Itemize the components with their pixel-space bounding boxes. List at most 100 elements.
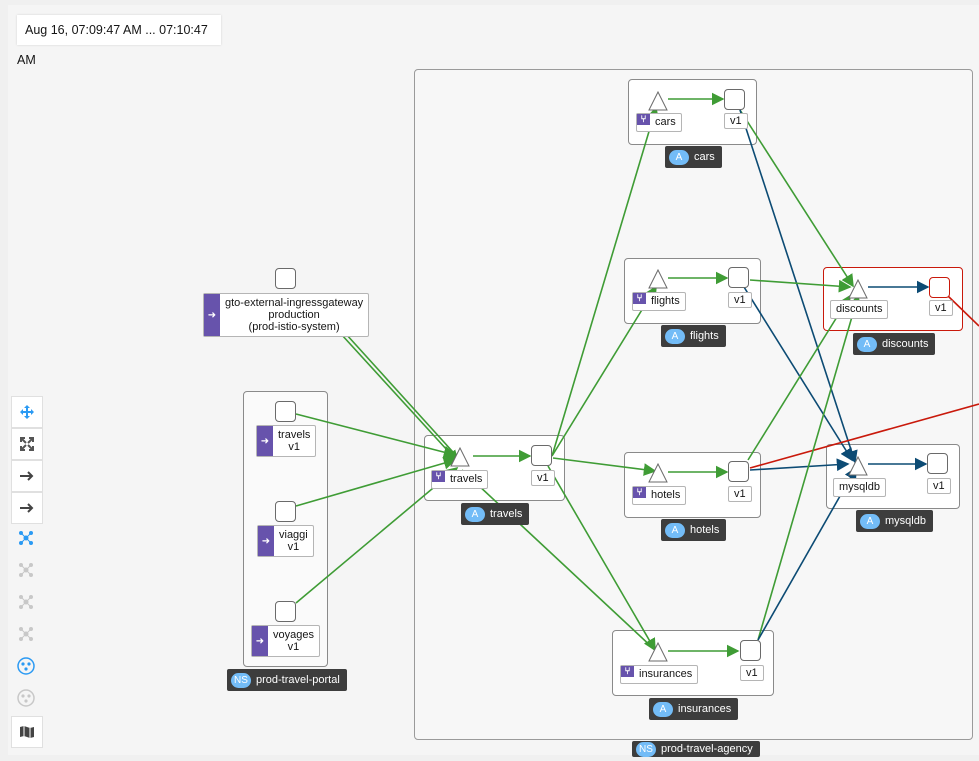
version-label-travels[interactable]: v1 [531, 470, 555, 486]
gateway-label[interactable]: ➜ gto-external-ingressgateway production… [203, 293, 370, 337]
workload-node-gateway[interactable] [275, 268, 296, 289]
app-badge: A [465, 506, 485, 522]
zoom-in-icon[interactable] [11, 396, 43, 428]
workload-node-viaggi[interactable] [275, 501, 296, 522]
arrow-right-icon[interactable] [11, 460, 43, 492]
namespace-box-agency[interactable] [414, 69, 973, 740]
app-name: cars [694, 151, 715, 163]
edge[interactable] [552, 457, 657, 476]
arrow-circle-icon: ➜ [204, 294, 220, 336]
service-label-travels[interactable]: ⑂ travels [431, 470, 489, 489]
edge[interactable] [461, 469, 656, 651]
app-badge: A [665, 522, 685, 538]
layout-default-icon[interactable] [11, 523, 41, 553]
namespace-layout-off-icon[interactable] [11, 683, 41, 713]
version-label-insurances[interactable]: v1 [740, 665, 764, 681]
edge[interactable] [547, 465, 656, 652]
app-badge: A [860, 513, 880, 529]
arrow-circle-icon: ➜ [258, 526, 274, 556]
service-node[interactable] [648, 462, 668, 483]
edge[interactable] [743, 286, 853, 462]
edge[interactable] [749, 403, 979, 469]
version-label-cars[interactable]: v1 [724, 113, 748, 129]
workload-node-mysqldb[interactable] [927, 453, 948, 474]
edge[interactable] [757, 294, 862, 641]
version-label-hotels[interactable]: v1 [728, 486, 752, 502]
edge[interactable] [340, 333, 460, 464]
virtual-service-icon: ⑂ [633, 293, 646, 304]
service-node[interactable] [848, 455, 868, 476]
virtual-service-icon: ⑂ [633, 487, 646, 498]
app-badge: A [669, 149, 689, 165]
version-label-discounts[interactable]: v1 [929, 300, 953, 316]
service-label-insurances[interactable]: ⑂insurances [620, 665, 699, 684]
namespace-name: prod-travel-portal [256, 674, 340, 686]
workload-node-hotels[interactable] [728, 461, 749, 482]
gateway-env: production [268, 309, 320, 321]
service-label-flights[interactable]: ⑂ flights [632, 292, 686, 311]
edge[interactable] [739, 109, 854, 288]
edge[interactable] [947, 295, 979, 327]
service-node[interactable] [450, 446, 470, 467]
edge[interactable] [749, 458, 850, 472]
service-node[interactable] [848, 278, 868, 299]
service-node[interactable] [648, 641, 668, 662]
app-name: discounts [882, 338, 929, 350]
edge[interactable] [749, 279, 852, 293]
map-legend-icon[interactable] [11, 716, 43, 748]
virtual-service-icon: ⑂ [432, 471, 445, 482]
workload-node-portal-travels[interactable] [275, 401, 296, 422]
workload-node-flights[interactable] [728, 267, 749, 288]
edge[interactable] [739, 109, 858, 464]
service-name: cars [655, 116, 676, 128]
workload-node-discounts[interactable] [929, 277, 950, 298]
edge[interactable] [345, 333, 463, 463]
service-name: travels [450, 473, 483, 485]
edge[interactable] [295, 466, 459, 604]
service-name: discounts [836, 303, 883, 315]
service-node[interactable] [648, 90, 668, 111]
service-label-discounts[interactable]: discounts [830, 300, 889, 319]
workload-node-voyages[interactable] [275, 601, 296, 622]
namespace-label-agency[interactable]: NS prod-travel-agency [632, 741, 760, 757]
edge[interactable] [747, 294, 851, 461]
service-label-cars[interactable]: ⑂ cars [636, 113, 682, 132]
edge[interactable] [295, 456, 457, 507]
workload-name: travels [278, 429, 311, 441]
virtual-service-icon: ⑂ [637, 114, 650, 125]
layout-3-icon[interactable] [11, 619, 41, 649]
workload-node-travels[interactable] [531, 445, 552, 466]
namespace-name: prod-travel-agency [661, 743, 753, 755]
namespace-badge: NS [636, 741, 656, 757]
namespace-layout-icon[interactable] [11, 651, 41, 681]
arrow-right-icon[interactable] [11, 492, 43, 524]
workload-node-cars[interactable] [724, 89, 745, 110]
layout-2-icon[interactable] [11, 587, 41, 617]
service-node[interactable] [648, 268, 668, 289]
edge[interactable] [551, 106, 659, 457]
service-name: mysqldb [839, 481, 880, 493]
workload-version: v1 [287, 541, 300, 553]
service-label-mysqldb[interactable]: mysqldb [833, 478, 886, 497]
fit-to-screen-icon[interactable] [11, 428, 43, 460]
edge[interactable] [551, 285, 657, 457]
service-label-hotels[interactable]: ⑂hotels [632, 486, 687, 505]
workload-node-insurances[interactable] [740, 640, 761, 661]
layout-1-icon[interactable] [11, 555, 41, 585]
version-label-flights[interactable]: v1 [728, 292, 752, 308]
service-name: flights [651, 295, 680, 307]
version-label-mysqldb[interactable]: v1 [927, 478, 951, 494]
edge[interactable] [295, 413, 457, 459]
